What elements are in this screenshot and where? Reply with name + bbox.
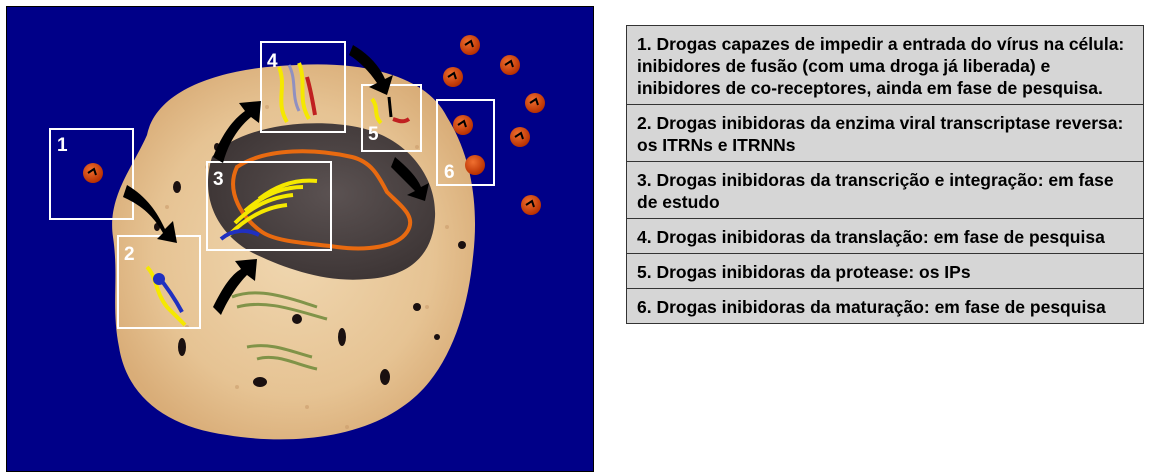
hiv-cell-diagram: 1 2 3 4	[6, 6, 594, 472]
step-4-number: 4	[267, 51, 278, 72]
step-6-number: 6	[444, 162, 455, 183]
step-1-number: 1	[57, 135, 68, 156]
step-2-number: 2	[124, 244, 135, 265]
legend-item-2: 2. Drogas inibidoras da enzima viral tra…	[627, 105, 1143, 162]
legend-item-4: 4. Drogas inibidoras da translação: em f…	[627, 219, 1143, 254]
legend-table: 1. Drogas capazes de impedir a entrada d…	[626, 25, 1144, 324]
step-3-number: 3	[213, 169, 224, 190]
legend-item-5: 5. Drogas inibidoras da protease: os IPs	[627, 254, 1143, 289]
step-5-number: 5	[368, 124, 379, 145]
legend-item-1: 1. Drogas capazes de impedir a entrada d…	[627, 26, 1143, 105]
legend-item-3: 3. Drogas inibidoras da transcrição e in…	[627, 162, 1143, 219]
legend-item-6: 6. Drogas inibidoras da maturação: em fa…	[627, 289, 1143, 324]
